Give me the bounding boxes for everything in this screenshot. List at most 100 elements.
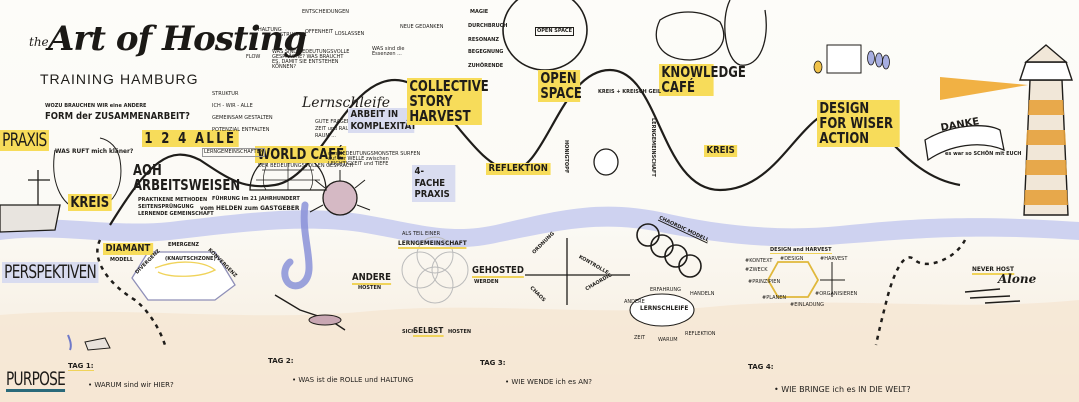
perspektive-diamant: DIAMANT <box>103 243 153 255</box>
honigtopf-label: HONIGTOPF <box>563 140 569 174</box>
day-3-line-1: • WIE WENDE ich es AN? <box>505 377 592 386</box>
section-perspektiven: PERSPEKTIVEN <box>2 262 99 283</box>
dh-harvest: #HARVEST <box>820 256 848 262</box>
list-word-2: ICH - WIR - ALLE <box>212 103 253 109</box>
lernschleife-word-handeln: HANDELN <box>690 291 715 297</box>
perspektive-gehosted: GEHOSTED <box>472 265 524 278</box>
subtitle-training: TRAINING <box>40 71 115 87</box>
wave-note: den BEDEUTUNGSMONSTER SURFEN auf der WEL… <box>328 151 421 167</box>
diamant-knautschzone: (KNAUTSCHZONE) <box>165 256 216 262</box>
gehosted-sub: WERDEN <box>474 279 499 285</box>
question-big: FORM der ZUSAMMENARBEIT? <box>45 111 190 122</box>
river <box>0 206 1079 248</box>
method-collective-story-harvest: COLLECTIVE STORY HARVEST <box>407 78 489 125</box>
lernschleife-word-erfahrung: ERFAHRUNG <box>650 287 681 293</box>
method-kreis: KREIS <box>68 194 112 211</box>
bubble-word-haltung: HALTUNG <box>258 27 282 33</box>
lighthouse-beam <box>940 77 1028 100</box>
csh-bubble-2: NEUE GEDANKEN <box>400 24 444 30</box>
perspektive-lernschleife: LERNSCHLEIFE <box>640 304 689 312</box>
lernschleife-word-warum: WARUM <box>658 337 678 343</box>
dh-einladung: #EINLADUNG <box>790 302 825 308</box>
method-reflektion: REFLEKTION <box>486 163 551 175</box>
dh-planen: #PLANEN <box>762 295 787 301</box>
open-space-sign: OPEN SPACE <box>535 27 575 36</box>
day-2-label: TAG 2: <box>268 357 294 365</box>
lernschleife-word-zeit: ZEIT <box>634 335 646 341</box>
perspektive-lerngemeinschaft: LERNGEMEINSCHAFT <box>398 239 467 249</box>
leader-note-2: vom HELDEN zum GASTGEBER <box>200 204 300 212</box>
world-cafe-side-3: RAUM ... <box>315 133 337 139</box>
method-kreis-2: KREIS <box>704 145 738 157</box>
perspektive-never-host: NEVER HOST <box>972 265 1015 275</box>
csh-branch-zuhoerende: ZUHÖRENDE <box>468 63 504 69</box>
day-2-questions: • WAS ist die ROLLE und HALTUNG des HOST… <box>292 357 413 402</box>
list-word-1: STRUKTUR <box>212 91 239 97</box>
kreis-note: WAS RUFT mich kläner? <box>55 147 134 155</box>
dh-organisieren: #ORGANISIEREN <box>815 291 858 297</box>
day-3-label: TAG 3: <box>480 359 506 367</box>
day-3-questions: • WIE WENDE ich es AN? • WIE kann ich di… <box>505 359 625 402</box>
lernschleife-word-andere: ANDERE <box>624 299 645 305</box>
never-host-alone: Alone <box>998 272 1037 286</box>
kreis-kreisch: KREIS + KREISCH GEIL <box>598 89 662 95</box>
page-title: Art of Hosting <box>48 19 307 59</box>
aoh-bullet-2: SEITENSPRÜNGUNG <box>138 204 194 210</box>
day-1-questions: • WARUM sind wir HIER? • WER ist im RAUM… <box>88 362 238 402</box>
leader-note-1: FÜHRUNG im 21 JAHRHUNDERT <box>212 196 300 202</box>
aoh-bullet-1: PRAKTIKENE METHODEN <box>138 197 208 203</box>
world-cafe-note: DER BEDEUTUNGSVOLLEN GESPRÄCH <box>258 163 354 169</box>
subtitle-city: HAMBURG <box>120 71 199 87</box>
day-4-questions: • WIE BRINGE ich es IN DIE WELT? • WIE G… <box>774 363 911 402</box>
purpose-day-1: TAG 1: <box>68 362 94 371</box>
list-word-3: GEMEINSAM GESTALTEN <box>212 115 273 121</box>
csh-branch-begegnung: BEGEGNUNG <box>468 49 504 55</box>
dh-kontext: #KONTEXT <box>745 258 773 264</box>
section-praxis: PRAXIS <box>0 130 49 151</box>
diamant-sub: MODELL <box>110 257 134 263</box>
dh-design: #DESIGN <box>780 256 804 262</box>
method-knowledge-cafe: KNOWLEDGE CAFÉ <box>659 64 746 96</box>
section-purpose: PURPOSE <box>6 368 66 392</box>
dh-prinzipien: #PRINZIPIEN <box>748 279 781 285</box>
method-design-wiser-action: DESIGN FOR WISER ACTION <box>817 100 900 147</box>
aoh-bullet-3: LERNENDE GEMEINSCHAFT <box>138 211 214 217</box>
danke-note: es war so SCHÖN mit EUCH <box>945 151 1022 157</box>
day-2-line-1: • WAS ist die ROLLE und HALTUNG <box>292 375 414 384</box>
selbst-sub: HOSTEN <box>448 329 472 335</box>
question-small: WOZU BRAUCHEN WIR eine ANDERE <box>45 103 147 109</box>
method-world-cafe: WORLD CAFÉ <box>255 146 347 163</box>
method-lernschleife: Lernschleife <box>302 95 391 111</box>
bubble-question: WAS SIND BEDEUTUNGSVOLLE GESPRÄCHE? WAS … <box>272 49 350 70</box>
perspektive-design-harvest: DESIGN and HARVEST <box>770 247 832 254</box>
csh-branch-durchbruch: DURCHBRUCH <box>468 23 508 29</box>
world-cafe-side-1: GUTE FRAGEN <box>315 119 351 125</box>
list-word-4: POTENZIAL ENTFALTEN <box>212 127 270 133</box>
method-komplexitaet: ARBEIT IN KOMPLEXITÄT <box>348 108 416 133</box>
day-1-line-1: • WARUM sind wir HIER? <box>88 380 174 389</box>
andere-sub: HOSTEN <box>358 285 382 291</box>
world-cafe-side-2: ZEIT und RAUM <box>315 126 354 132</box>
csh-branch-magie: MAGIE <box>470 9 489 15</box>
csh-branch-resonanz: RESONANZ <box>468 37 499 43</box>
method-1-2-4-all: 1 2 4 ALLE <box>142 130 239 147</box>
method-open-space: OPEN SPACE <box>538 70 582 102</box>
lerngemeinschaft-box: LERNGEMEINSCHAFTEN <box>202 148 266 157</box>
perspektive-andere: ANDERE <box>352 272 391 285</box>
title-prefix: the <box>29 35 49 49</box>
lerngem-pre: ALS TEIL EINER <box>402 231 441 237</box>
diamant-emergenz: EMERGENZ <box>168 242 199 248</box>
lernschleife-word-reflektion: REFLEKTION <box>685 331 716 337</box>
day-4-label: TAG 4: <box>748 363 774 371</box>
bubble-word-entscheidungen: ENTSCHEIDUNGEN <box>302 9 350 15</box>
day-1-label: TAG 1: <box>68 362 94 371</box>
bubble-word-offenheit: OFFENHEIT <box>305 29 334 35</box>
perspektive-selbst: SELBST <box>413 326 444 337</box>
csh-bubble: WAS sind die Essenzen ... <box>372 46 405 57</box>
method-aoh: AOH ARBEITSWEISEN <box>133 161 241 194</box>
bubble-word-struktur: STRUKTUR <box>280 32 307 38</box>
day-4-line-1: • WIE BRINGE ich es IN DIE WELT? <box>774 384 911 394</box>
lerngemeinschaft-vertical: LERNGEMEINSCHAFT <box>650 118 656 177</box>
